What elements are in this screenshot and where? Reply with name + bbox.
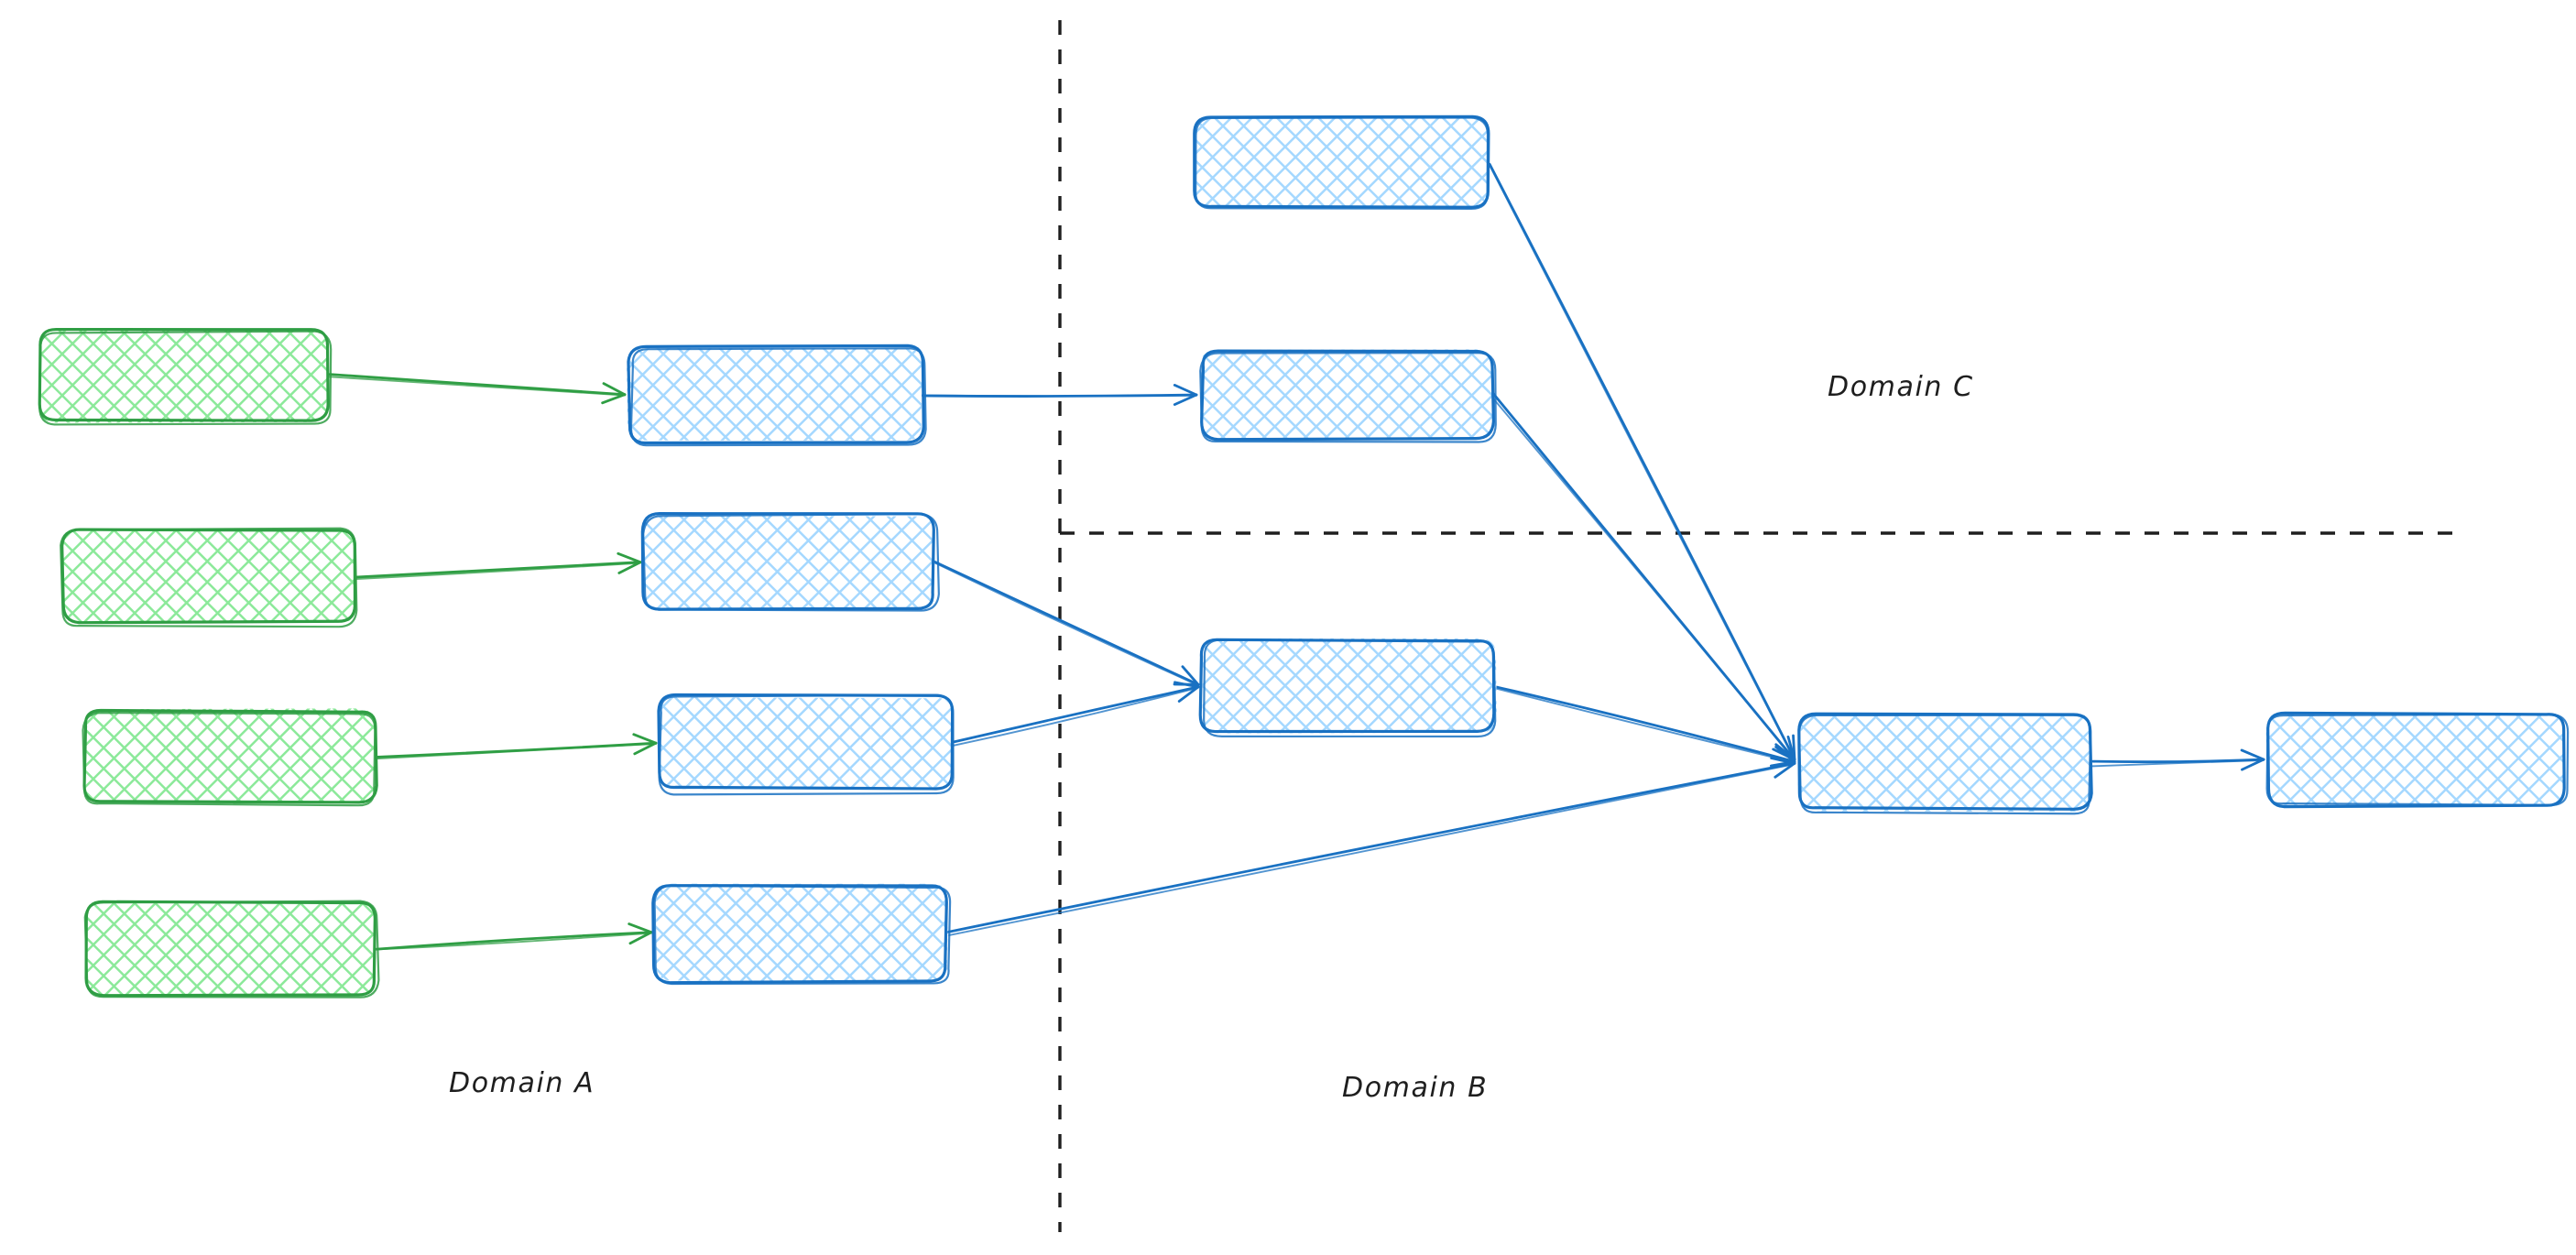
- node-b3[interactable]: [657, 693, 955, 796]
- edge-e-d1-d2: [2090, 748, 2265, 771]
- edge-line: [2090, 758, 2265, 768]
- edge-line: [327, 376, 626, 397]
- edge-e-b1-c2: [919, 383, 1198, 407]
- arrowhead-barb-0: [1774, 761, 1796, 779]
- label-domain-c: Domain C: [1828, 371, 1974, 403]
- arrowhead-barb-0: [617, 561, 642, 574]
- edge-line: [946, 761, 1796, 933]
- arrowhead-barb-0: [1177, 685, 1200, 703]
- node-fill: [1202, 638, 1497, 734]
- edge-line: [354, 562, 641, 581]
- edge-line: [1490, 396, 1796, 762]
- node-a4[interactable]: [83, 900, 380, 999]
- node-c3[interactable]: [1198, 638, 1497, 738]
- edge-e-b3-c3: [950, 681, 1200, 748]
- node-fill: [61, 529, 357, 623]
- edge-line: [919, 394, 1197, 398]
- node-outline-2: [653, 884, 952, 986]
- edge-line: [375, 932, 652, 951]
- arrowhead-barb-1: [1774, 746, 1796, 763]
- edge-line: [950, 686, 1199, 748]
- arrowhead-barb-0: [1173, 393, 1198, 407]
- node-b4[interactable]: [651, 883, 952, 986]
- edge-e-c3-d1: [1492, 685, 1796, 768]
- edge-line: [933, 561, 1199, 687]
- node-fill: [2265, 714, 2566, 806]
- edge-line: [953, 685, 1200, 744]
- edge-e-a1-b1: [327, 373, 627, 405]
- node-outline-2: [658, 693, 955, 796]
- node-a1[interactable]: [38, 327, 333, 426]
- node-outline-2: [83, 900, 380, 999]
- edge-e-a2-b2: [352, 551, 642, 581]
- node-fill: [659, 697, 954, 791]
- arrowhead-barb-1: [1173, 383, 1198, 397]
- node-fill: [84, 708, 376, 803]
- edge-line: [374, 931, 653, 951]
- arrowhead-barb-1: [2240, 748, 2265, 761]
- node-outline-2: [82, 712, 377, 807]
- node-outline-2: [2265, 713, 2570, 806]
- node-fill: [656, 883, 948, 981]
- node-a2[interactable]: [60, 527, 358, 628]
- edge-e-b4-d1: [946, 757, 1796, 936]
- node-a3[interactable]: [82, 708, 378, 807]
- node-outline-2: [1195, 116, 1490, 210]
- node-outline-2: [1798, 714, 2092, 815]
- arrowhead-barb-0: [2241, 758, 2265, 771]
- edge-line: [352, 561, 642, 579]
- edge-e-c2-d1: [1490, 391, 1796, 762]
- node-outline-2: [629, 347, 927, 447]
- node-fill: [643, 515, 935, 610]
- arrowhead-barb-0: [601, 393, 627, 405]
- node-fill: [1199, 349, 1495, 441]
- node-fill: [1195, 116, 1490, 208]
- node-fill: [1797, 713, 2092, 813]
- node-fill: [627, 348, 922, 441]
- node-d2[interactable]: [2265, 711, 2570, 809]
- label-domain-b: Domain B: [1342, 1072, 1489, 1104]
- edge-line: [1488, 164, 1796, 761]
- node-c2[interactable]: [1199, 349, 1497, 443]
- arrowhead-barb-0: [628, 931, 653, 945]
- edge-line: [1492, 686, 1796, 764]
- arrowhead-barb-0: [633, 741, 658, 756]
- edge-line: [931, 560, 1200, 686]
- node-outline-1: [651, 884, 948, 985]
- node-outline-2: [38, 330, 333, 426]
- arrowhead-barb-1: [602, 382, 627, 397]
- node-d1[interactable]: [1797, 712, 2093, 815]
- node-outline-2: [1199, 351, 1497, 443]
- edge-e-a3-b3: [373, 733, 658, 760]
- arrowhead-barb-1: [617, 551, 642, 564]
- node-outline-2: [60, 527, 358, 628]
- edge-line: [948, 763, 1796, 936]
- arrowhead-barb-1: [1786, 735, 1796, 761]
- node-outline-1: [640, 512, 935, 611]
- node-b2[interactable]: [640, 512, 940, 612]
- arrowhead-barb-1: [1173, 681, 1200, 689]
- node-outline-1: [1193, 115, 1490, 209]
- label-domain-a: Domain A: [449, 1067, 595, 1099]
- edge-line: [328, 373, 627, 397]
- node-fill: [38, 329, 328, 423]
- node-outline-2: [642, 513, 940, 612]
- arrowhead-barb-1: [628, 922, 653, 934]
- arrowhead-barb-1: [632, 733, 658, 745]
- arrowhead-barb-0: [1769, 760, 1796, 768]
- node-c1[interactable]: [1193, 115, 1490, 210]
- edge-e-a4-b4: [374, 922, 653, 951]
- node-outline-2: [1203, 638, 1497, 738]
- edge-e-b2-c3: [931, 560, 1200, 687]
- edge-e-c1-d1: [1488, 162, 1796, 761]
- edge-line: [373, 743, 657, 760]
- node-b1[interactable]: [627, 344, 927, 447]
- arrowhead-barb-1: [1181, 665, 1200, 686]
- node-fill: [86, 901, 377, 997]
- edge-line: [1493, 685, 1796, 763]
